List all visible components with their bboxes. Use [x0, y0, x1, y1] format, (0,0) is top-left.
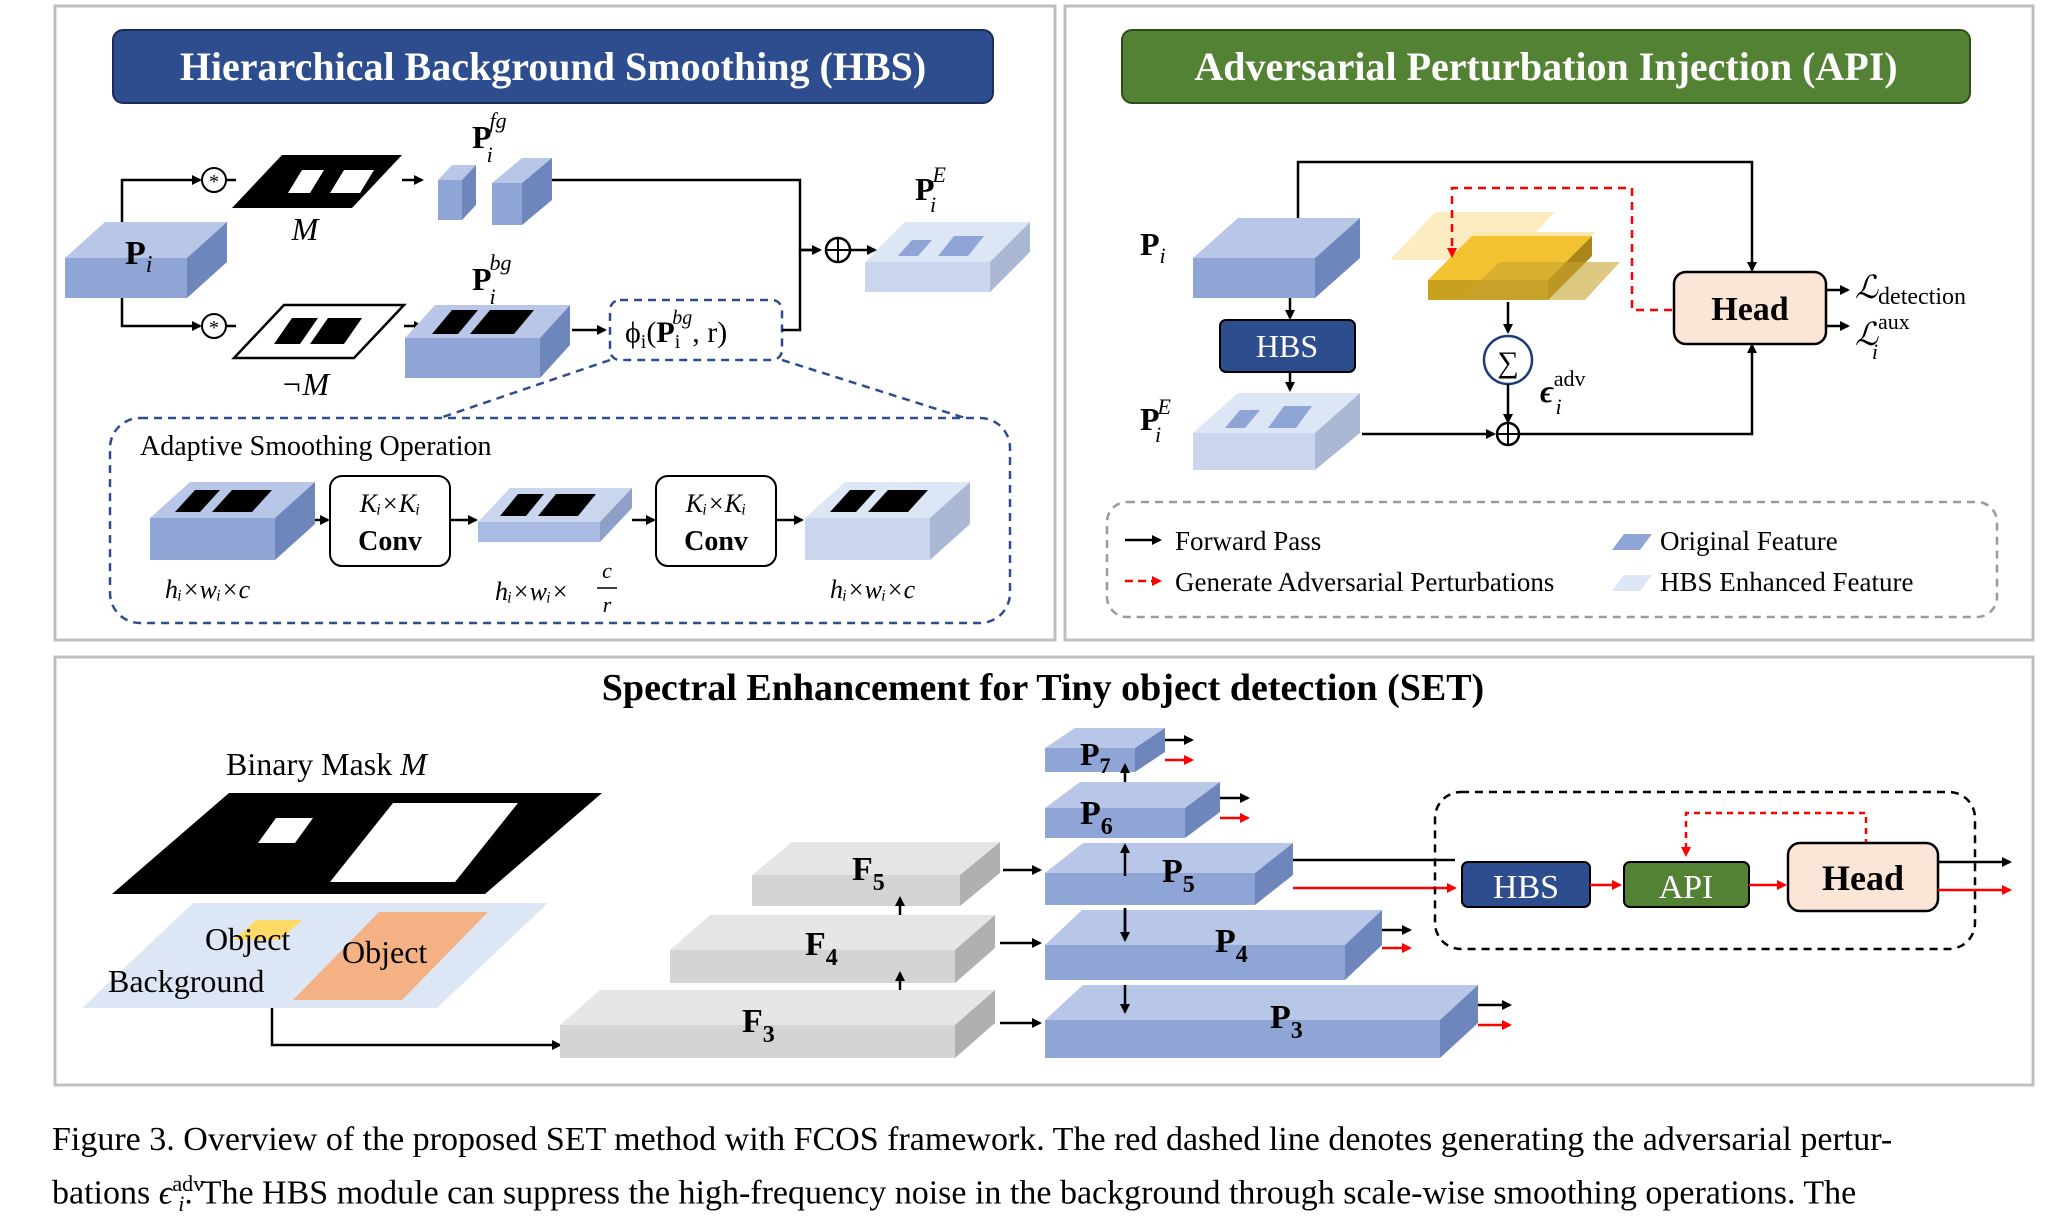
binary-mask-image: [112, 793, 602, 894]
object-label-1: Object: [205, 921, 290, 957]
set-head-label: Head: [1822, 858, 1904, 898]
bg-feature-block: [405, 305, 570, 378]
background-label: Background: [108, 963, 264, 999]
feature-pi-block: Pi: [65, 222, 227, 298]
svg-text:*: *: [209, 171, 219, 193]
adaptive-stage-3-block: [805, 482, 970, 560]
legend-original-swatch: [1612, 534, 1652, 550]
api-hbs-label: HBS: [1256, 328, 1318, 364]
dim-label-1: hᵢ×wᵢ×c: [165, 575, 251, 604]
enhanced-feature-block: [865, 222, 1030, 292]
api-original-feature: [1193, 218, 1360, 298]
hbs-title-box: [112, 29, 994, 104]
set-title: Spectral Enhancement for Tiny object det…: [602, 667, 1484, 709]
api-title: Adversarial Perturbation Injection (API): [1194, 44, 1897, 89]
object-label-2: Object: [342, 934, 427, 970]
legend-generate: Generate Adversarial Perturbations: [1175, 567, 1554, 597]
legend-enhanced-swatch: [1612, 575, 1652, 591]
frac-r: r: [603, 592, 612, 617]
p6-block: P6: [1045, 782, 1220, 840]
set-hbs-label: HBS: [1493, 869, 1559, 906]
legend-enhanced: HBS Enhanced Feature: [1660, 567, 1913, 597]
p3-block: P3: [1045, 985, 1478, 1058]
mask-not-m-label: ¬M: [281, 366, 332, 402]
mask-m-label: M: [291, 211, 321, 247]
svg-text:*: *: [209, 317, 219, 339]
caption-line-1: Figure 3. Overview of the proposed SET m…: [52, 1121, 1893, 1158]
set-head-box: [1786, 841, 1940, 913]
svg-text:∑: ∑: [1497, 346, 1518, 379]
set-api-label: API: [1659, 869, 1714, 906]
perturbation-stack: [1390, 212, 1620, 300]
legend-forward: Forward Pass: [1175, 526, 1321, 556]
api-hbs-box: [1219, 319, 1356, 373]
conv-label-2: Conv: [684, 526, 748, 557]
api-enhanced-feature: [1193, 393, 1360, 470]
figure-caption: Figure 3. Overview of the proposed SET m…: [52, 1118, 2032, 1226]
hbs-title: Hierarchical Background Smoothing (HBS): [180, 44, 926, 89]
legend-original: Original Feature: [1660, 526, 1838, 556]
api-panel: Adversarial Perturbation Injection (API)…: [1063, 4, 2035, 642]
api-legend-box: [1105, 500, 1999, 619]
set-panel: Spectral Enhancement for Tiny object det…: [53, 655, 2035, 1087]
f3-block: F3: [560, 990, 995, 1058]
conv-label-1: Conv: [358, 526, 422, 557]
f5-block: F5: [752, 842, 1000, 906]
p5-block: P5: [1045, 843, 1293, 905]
p4-block: P4: [1045, 910, 1382, 980]
api-head-box: [1672, 270, 1828, 346]
object-background-image: [82, 903, 548, 1008]
adaptive-title: Adaptive Smoothing Operation: [140, 431, 492, 462]
api-head-label: Head: [1711, 291, 1789, 328]
adaptive-stage-1-block: [150, 482, 315, 560]
kernel-label-1: Kᵢ×Kᵢ: [359, 489, 420, 518]
dim-label-2: hᵢ×wᵢ×: [495, 577, 569, 606]
api-title-box: [1121, 29, 1971, 104]
f4-block: F4: [670, 915, 995, 983]
kernel-label-2: Kᵢ×Kᵢ: [685, 489, 746, 518]
fg-feature-pieces: [438, 158, 552, 225]
mask-m: [232, 155, 402, 208]
dim-label-3: hᵢ×wᵢ×c: [830, 575, 916, 604]
adaptive-stage-2-block: [478, 488, 632, 542]
p7-block: P7: [1045, 728, 1165, 778]
caption-line-2: bations ϵadvi. The HBS module can suppre…: [52, 1171, 1857, 1217]
frac-c: c: [602, 558, 612, 583]
hbs-panel: Hierarchical Background Smoothing (HBS) …: [53, 4, 1057, 642]
mask-not-m: [231, 303, 407, 360]
